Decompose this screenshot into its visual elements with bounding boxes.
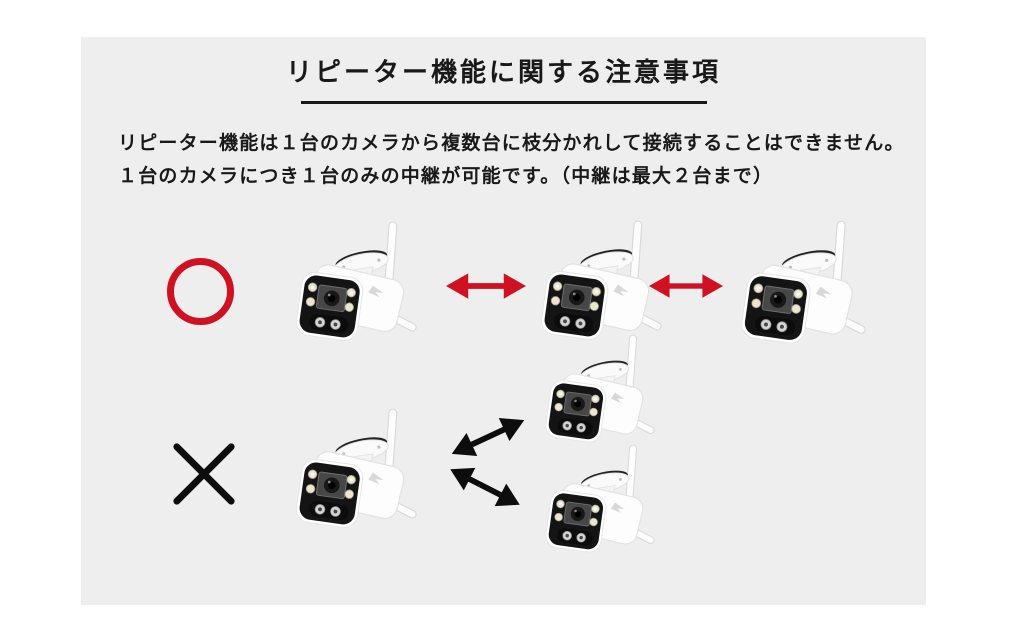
camera-illustration (282, 221, 424, 348)
black-double-arrow-icon (444, 457, 526, 517)
description-block: リピーター機能は１台のカメラから複数台に枝分かれして接続することはできません。 … (118, 127, 908, 193)
description-line: リピーター機能は１台のカメラから複数台に枝分かれして接続することはできません。 (118, 133, 905, 154)
notice-card: リピーター機能に関する注意事項 リピーター機能は１台のカメラから複数台に枝分かれ… (81, 37, 926, 605)
camera-illustration (727, 220, 873, 351)
title-underline (300, 101, 707, 104)
ok-circle-icon (167, 258, 234, 325)
camera-illustration (527, 220, 669, 347)
description-line: １台のカメラにつき１台のみの中継が可能です。（中継は最大２台まで） (118, 166, 774, 187)
title-block: リピーター機能に関する注意事項 (81, 55, 926, 104)
camera-illustration (282, 408, 424, 535)
page-title: リピーター機能に関する注意事項 (285, 57, 721, 87)
ng-cross-icon (173, 443, 235, 505)
camera-illustration (533, 334, 661, 449)
camera-illustration (533, 444, 661, 559)
red-double-arrow-icon (446, 272, 526, 300)
red-double-arrow-icon (649, 273, 723, 299)
